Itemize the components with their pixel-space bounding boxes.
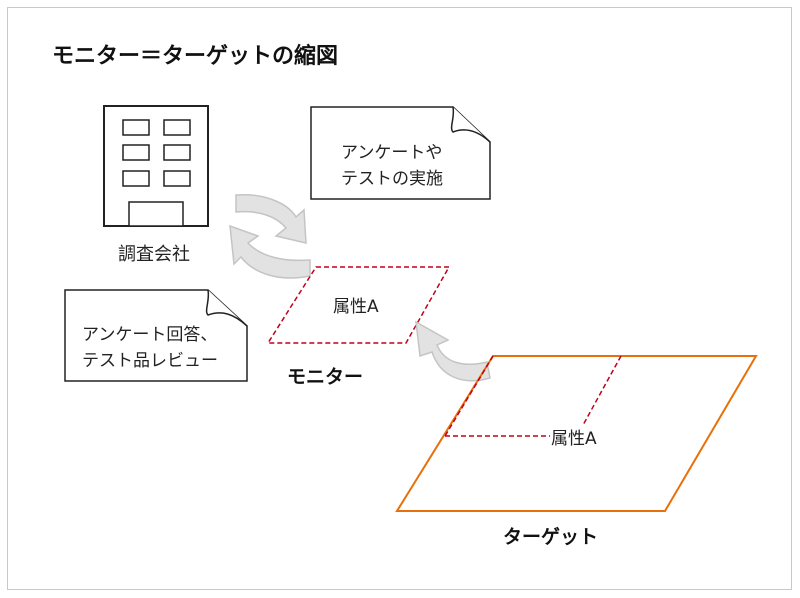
target-attribute-label: 属性A (550, 424, 598, 449)
building-icon (103, 105, 209, 227)
target-label: ターゲット (503, 526, 599, 548)
target-shape (395, 355, 758, 512)
note-survey-shape (310, 106, 491, 200)
note-response-text: アンケート回答、 テスト品レビュー (82, 322, 218, 374)
note-response-shape (64, 289, 248, 382)
slide-frame (7, 7, 792, 590)
monitor-label: モニター (287, 366, 364, 388)
cycle-arrows-icon (229, 193, 311, 279)
target-attribute-region (444, 355, 622, 437)
note-survey-line1: アンケートや (341, 143, 443, 163)
monitor-shape (266, 266, 451, 344)
note-response-line2: テスト品レビュー (82, 351, 218, 371)
note-survey-text: アンケートや テストの実施 (341, 140, 443, 192)
note-survey-line2: テストの実施 (341, 169, 443, 189)
page-title: モニター＝ターゲットの縮図 (52, 44, 339, 69)
note-response-line1: アンケート回答、 (82, 325, 218, 345)
monitor-attribute-label: 属性A (333, 297, 379, 317)
curved-up-arrow-icon (415, 320, 491, 382)
research-company-label: 調査会社 (118, 244, 190, 265)
